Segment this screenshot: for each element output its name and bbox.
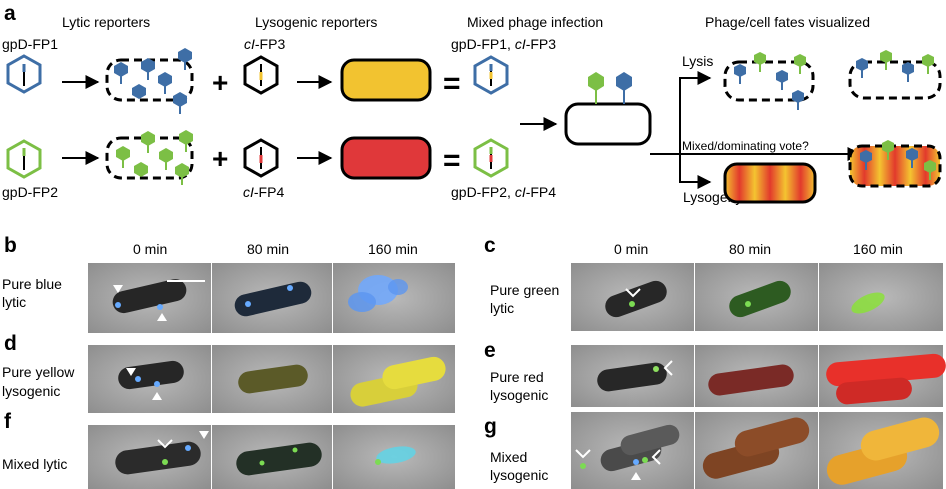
- mixed-infection-cell: [564, 72, 652, 146]
- panel-a-letter: a: [4, 2, 16, 25]
- phage-capsid-green: [6, 139, 42, 179]
- micrograph-b-80min: [212, 263, 332, 333]
- panel-f-label: Mixed lytic: [2, 456, 67, 472]
- panel-d-label: lysogenic: [2, 383, 60, 399]
- time-header: 80 min: [729, 241, 771, 257]
- plus-sign: +: [212, 143, 228, 174]
- panel-e-label: lysogenic: [490, 387, 548, 403]
- panel-c-letter: c: [484, 234, 496, 257]
- micrograph-e-160min: [819, 345, 946, 407]
- lytic-cell-green: [105, 130, 194, 185]
- micrograph-c-80min: [695, 263, 818, 331]
- time-header: 0 min: [133, 241, 167, 257]
- micrograph-d-160min: [333, 345, 455, 413]
- lysis-label: Lysis: [682, 53, 713, 69]
- micrograph-c-0min: [571, 263, 694, 331]
- panel-f-letter: f: [4, 410, 12, 433]
- outcome-lysogeny-cell: [848, 140, 942, 188]
- micrograph-f-0min: [88, 425, 211, 489]
- micrograph-f-160min: [333, 425, 455, 489]
- arrow-lysogeny: [679, 154, 712, 189]
- phage-capsid-green-combo: [473, 138, 509, 178]
- panel-b-label: Pure blue: [2, 276, 62, 292]
- lysogenic-cell-yellow: [340, 58, 432, 102]
- outcome-lysis-cell: [848, 50, 942, 100]
- phage-capsid-blue-combo: [473, 55, 509, 95]
- equals-sign: =: [443, 144, 461, 177]
- phage-capsid-blue: [6, 54, 42, 94]
- time-header: 0 min: [614, 241, 648, 257]
- label-ci-fp3: cI-FP3: [244, 36, 285, 52]
- header-mixed-infection: Mixed phage infection: [467, 14, 603, 30]
- micrograph-g-80min: [695, 412, 818, 489]
- micrograph-b-160min: [333, 263, 455, 333]
- time-header: 80 min: [247, 241, 289, 257]
- micrograph-c-160min: [819, 263, 943, 331]
- panel-d-label: Pure yellow: [2, 364, 75, 380]
- header-fates: Phage/cell fates visualized: [705, 14, 870, 30]
- panel-c-label: Pure green: [490, 282, 559, 298]
- panel-b-letter: b: [4, 234, 17, 257]
- panel-g-label: lysogenic: [490, 467, 548, 483]
- arrow-lysis: [679, 71, 712, 154]
- micrograph-e-0min: [571, 345, 694, 407]
- label-gpd-fp1: gpD-FP1: [2, 36, 58, 52]
- lysis-cell-mixed: [723, 52, 815, 110]
- micrograph-d-0min: [88, 345, 211, 413]
- time-header: 160 min: [368, 241, 418, 257]
- header-lytic-reporters: Lytic reporters: [62, 14, 150, 30]
- panel-g-letter: g: [484, 415, 497, 438]
- label-gpd-fp2: gpD-FP2: [2, 184, 58, 200]
- equals-sign: =: [443, 67, 461, 100]
- label-combo-1: gpD-FP1, cI-FP3: [451, 36, 556, 52]
- panel-b-label: lytic: [2, 294, 26, 310]
- panel-e-letter: e: [484, 339, 496, 362]
- micrograph-f-80min: [212, 425, 332, 489]
- micrograph-g-0min: [571, 412, 694, 489]
- panel-c-label: lytic: [490, 300, 514, 316]
- lytic-cell-blue: [105, 48, 194, 114]
- plus-sign: +: [212, 67, 228, 98]
- panel-g-label: Mixed: [490, 449, 527, 465]
- panel-e-label: Pure red: [490, 369, 544, 385]
- micrograph-g-160min: [819, 412, 943, 489]
- micrograph-e-80min: [695, 345, 818, 407]
- phage-capsid-black-red: [243, 138, 279, 178]
- lysogeny-cell-striped: [723, 162, 817, 204]
- header-lysogenic-reporters: Lysogenic reporters: [255, 14, 377, 30]
- label-ci-fp4: cI-FP4: [243, 184, 284, 200]
- panel-d-letter: d: [4, 332, 17, 355]
- vote-label: Mixed/dominating vote?: [682, 139, 809, 153]
- label-combo-2: gpD-FP2, cI-FP4: [451, 184, 556, 200]
- micrograph-b-0min: [88, 263, 211, 333]
- micrograph-d-80min: [212, 345, 332, 413]
- time-header: 160 min: [853, 241, 903, 257]
- lysogenic-cell-red: [340, 136, 432, 180]
- phage-capsid-black-yellow: [243, 55, 279, 95]
